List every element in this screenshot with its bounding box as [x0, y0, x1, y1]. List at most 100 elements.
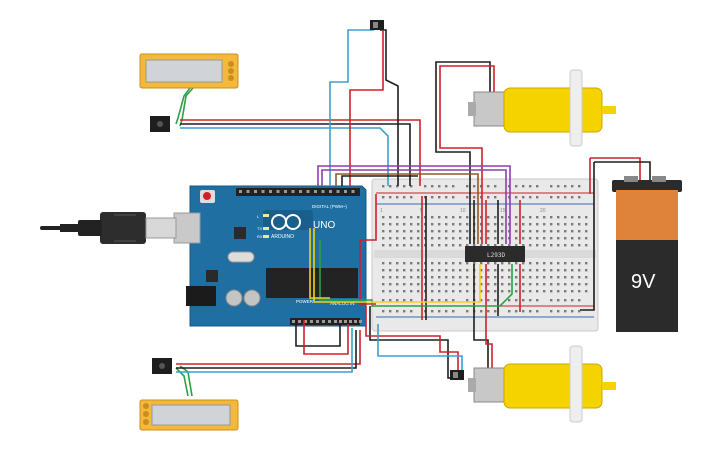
- breadboard-hole[interactable]: [431, 276, 434, 279]
- breadboard-hole[interactable]: [431, 290, 434, 293]
- breadboard-hole[interactable]: [452, 244, 455, 247]
- breadboard-hole[interactable]: [529, 185, 532, 188]
- breadboard-hole[interactable]: [410, 299, 413, 302]
- breadboard-hole[interactable]: [557, 290, 560, 293]
- breadboard-hole[interactable]: [487, 244, 490, 247]
- breadboard-hole[interactable]: [578, 283, 581, 286]
- breadboard-hole[interactable]: [515, 244, 518, 247]
- breadboard-hole[interactable]: [501, 290, 504, 293]
- breadboard-hole[interactable]: [445, 196, 448, 199]
- breadboard-hole[interactable]: [410, 310, 413, 313]
- analog-pin-header[interactable]: [334, 320, 362, 323]
- digital-pin-header[interactable]: [239, 190, 355, 193]
- breadboard-hole[interactable]: [501, 230, 504, 233]
- breadboard-hole[interactable]: [494, 244, 497, 247]
- breadboard-hole[interactable]: [480, 299, 483, 302]
- breadboard-hole[interactable]: [529, 237, 532, 240]
- breadboard-hole[interactable]: [459, 230, 462, 233]
- breadboard-hole[interactable]: [466, 196, 469, 199]
- breadboard-hole[interactable]: [571, 283, 574, 286]
- breadboard-hole[interactable]: [571, 290, 574, 293]
- pin-a5[interactable]: [359, 320, 362, 323]
- pin--10[interactable]: [276, 190, 280, 193]
- usb-port[interactable]: [173, 212, 201, 244]
- breadboard-hole[interactable]: [571, 223, 574, 226]
- breadboard-hole[interactable]: [466, 262, 469, 265]
- breadboard-hole[interactable]: [473, 262, 476, 265]
- pin-reset[interactable]: [298, 320, 301, 323]
- breadboard-hole[interactable]: [452, 299, 455, 302]
- breadboard-hole[interactable]: [438, 262, 441, 265]
- pin-a3[interactable]: [349, 320, 352, 323]
- breadboard-hole[interactable]: [438, 230, 441, 233]
- breadboard-hole[interactable]: [494, 262, 497, 265]
- breadboard-hole[interactable]: [515, 185, 518, 188]
- pin-aref[interactable]: [239, 190, 242, 193]
- breadboard-hole[interactable]: [445, 269, 448, 272]
- breadboard-hole[interactable]: [389, 216, 392, 219]
- ir-sensor-top[interactable]: [150, 116, 170, 132]
- breadboard-hole[interactable]: [417, 283, 420, 286]
- breadboard-hole[interactable]: [396, 196, 399, 199]
- breadboard-hole[interactable]: [445, 290, 448, 293]
- breadboard-hole[interactable]: [382, 290, 385, 293]
- breadboard-hole[interactable]: [536, 299, 539, 302]
- breadboard-hole[interactable]: [487, 237, 490, 240]
- breadboard-hole[interactable]: [529, 230, 532, 233]
- breadboard-hole[interactable]: [480, 310, 483, 313]
- breadboard-hole[interactable]: [557, 237, 560, 240]
- breadboard-hole[interactable]: [389, 299, 392, 302]
- breadboard-hole[interactable]: [487, 269, 490, 272]
- breadboard-hole[interactable]: [557, 216, 560, 219]
- breadboard-hole[interactable]: [487, 185, 490, 188]
- breadboard-hole[interactable]: [487, 310, 490, 313]
- breadboard-hole[interactable]: [550, 290, 553, 293]
- breadboard-hole[interactable]: [550, 216, 553, 219]
- breadboard-hole[interactable]: [403, 276, 406, 279]
- breadboard-hole[interactable]: [543, 244, 546, 247]
- breadboard-hole[interactable]: [438, 310, 441, 313]
- breadboard-hole[interactable]: [452, 223, 455, 226]
- breadboard-hole[interactable]: [571, 269, 574, 272]
- breadboard-hole[interactable]: [522, 290, 525, 293]
- breadboard-hole[interactable]: [501, 237, 504, 240]
- pin-gnd[interactable]: [316, 320, 319, 323]
- breadboard-hole[interactable]: [557, 244, 560, 247]
- breadboard-hole[interactable]: [494, 237, 497, 240]
- breadboard-hole[interactable]: [396, 262, 399, 265]
- breadboard-hole[interactable]: [557, 262, 560, 265]
- breadboard-hole[interactable]: [396, 223, 399, 226]
- breadboard-hole[interactable]: [396, 269, 399, 272]
- breadboard-hole[interactable]: [417, 269, 420, 272]
- breadboard-hole[interactable]: [564, 269, 567, 272]
- breadboard-hole[interactable]: [494, 283, 497, 286]
- breadboard-hole[interactable]: [389, 223, 392, 226]
- breadboard-hole[interactable]: [494, 223, 497, 226]
- pin-3-3v[interactable]: [304, 320, 307, 323]
- breadboard-hole[interactable]: [410, 283, 413, 286]
- breadboard-hole[interactable]: [536, 290, 539, 293]
- ir-sensor-bottom[interactable]: [152, 358, 172, 374]
- breadboard-hole[interactable]: [382, 230, 385, 233]
- breadboard-hole[interactable]: [522, 237, 525, 240]
- pin-4[interactable]: [321, 190, 325, 193]
- breadboard-hole[interactable]: [515, 276, 518, 279]
- breadboard-hole[interactable]: [438, 244, 441, 247]
- breadboard-hole[interactable]: [578, 237, 581, 240]
- breadboard-hole[interactable]: [438, 290, 441, 293]
- breadboard-hole[interactable]: [529, 196, 532, 199]
- breadboard-hole[interactable]: [557, 230, 560, 233]
- breadboard-hole[interactable]: [501, 223, 504, 226]
- breadboard-hole[interactable]: [522, 262, 525, 265]
- arduino-uno-board[interactable]: ARDUINO UNO DIGITAL (PWM~) ANALOG IN POW…: [173, 185, 367, 327]
- breadboard-hole[interactable]: [571, 185, 574, 188]
- breadboard-hole[interactable]: [403, 196, 406, 199]
- breadboard-hole[interactable]: [515, 196, 518, 199]
- pin--3[interactable]: [329, 190, 332, 193]
- pin-vin[interactable]: [328, 320, 331, 323]
- breadboard-hole[interactable]: [557, 310, 560, 313]
- breadboard-hole[interactable]: [536, 310, 539, 313]
- breadboard-hole[interactable]: [536, 244, 539, 247]
- breadboard-hole[interactable]: [543, 269, 546, 272]
